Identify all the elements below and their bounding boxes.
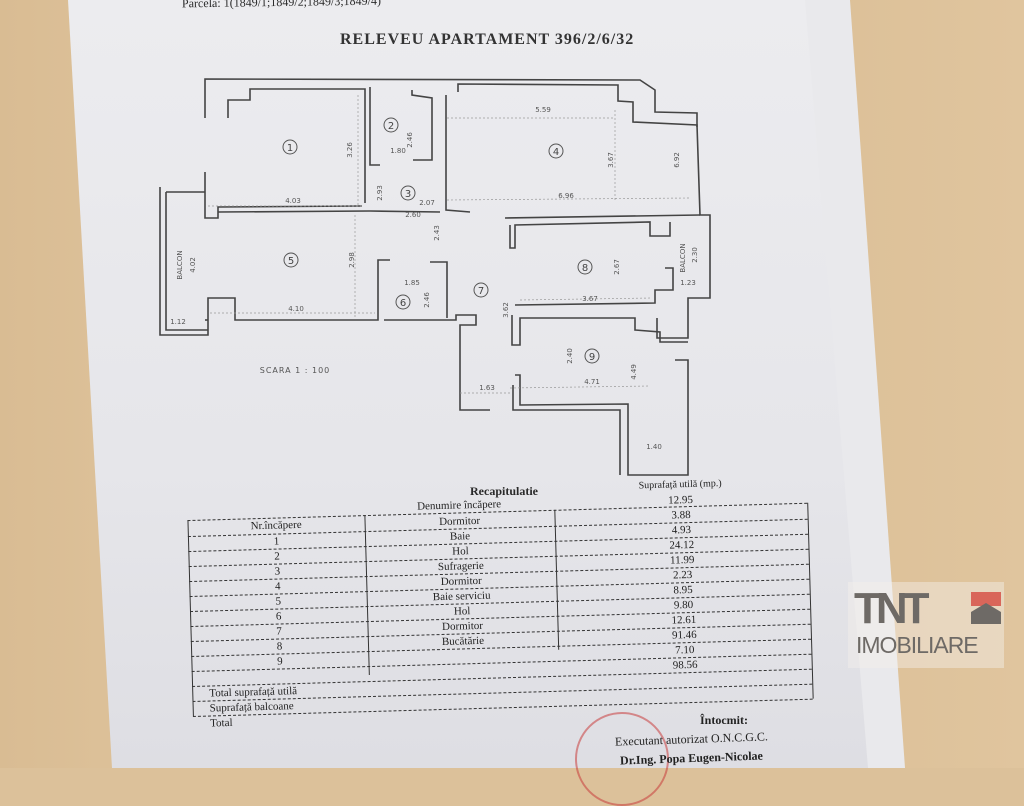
dimension-label: 1.40 [646,443,662,451]
room-number: 2 [388,121,394,132]
room-number: 1 [287,143,293,154]
room-number: 3 [405,189,411,200]
tnt-imobiliare-logo: TNT IMOBILIARE [848,582,1004,668]
dimension-label: 4.49 [630,364,638,380]
house-icon [971,592,1001,624]
dimension-label: 3.26 [346,142,354,158]
dimension-label: 5.59 [535,106,551,114]
recap-title: Recapitulatie [470,484,538,498]
dimension-label: 1.23 [680,279,696,287]
balcony-label: BALCON [176,250,184,279]
dimension-label: 2.30 [691,247,699,263]
dimension-label: 1.12 [170,318,186,326]
room-number-circles [282,117,600,364]
room-number: 8 [582,263,588,274]
dimension-label: 6.96 [558,192,574,200]
logo-subtitle: IMOBILIARE [856,632,979,658]
dimension-label: 4.71 [584,378,600,386]
dimension-label: 2.46 [406,132,414,148]
dimension-label: 1.80 [390,147,406,155]
total-label: Total [209,716,233,730]
dimension-label: 1.85 [404,279,420,287]
document-sheet [68,0,868,768]
dimension-label: 4.10 [288,305,304,313]
dimension-label: 2.43 [433,225,441,241]
dimension-label: 6.92 [673,152,681,168]
signature-heading: Întocmit: [700,713,748,727]
dimension-label: 3.67 [582,295,598,303]
floor-plan-walls [159,78,711,476]
dimension-label: 2.60 [405,211,421,219]
dimension-label: 2.93 [376,185,384,201]
dimension-label: 2.40 [566,348,574,364]
dimension-label: 3.67 [607,152,615,168]
dimension-label: 2.98 [348,252,356,268]
room-number: 6 [400,298,406,309]
dimension-label: 3.62 [502,302,510,318]
balcony-label: BALCON [679,243,687,272]
room-number: 4 [553,147,559,158]
dimension-label: 1.63 [479,384,495,392]
logo-brand: TNT [854,584,929,633]
floor-plan-dimension-lines [208,95,691,394]
dimension-label: 4.02 [189,257,197,273]
dimension-label: 4.03 [285,197,301,205]
scale-label: SCARA 1 : 100 [260,366,331,375]
balcony-area-label: Suprafață balcoane [209,700,294,715]
room-number: 9 [589,352,595,363]
room-numbers: 1 2 3 4 5 6 7 8 9 [287,121,595,363]
floor-plan: 1 2 3 4 5 6 7 8 9 4.03 3.26 1.80 2.46 2.… [159,78,711,476]
dimension-labels: 4.03 3.26 1.80 2.46 2.93 2.07 2.60 2.43 … [170,106,699,451]
total-useful-area-label: Total suprafață utilă [209,685,298,700]
room-number: 7 [478,286,484,297]
room-number: 5 [288,256,294,267]
dimension-label: 2.46 [423,292,431,308]
document-title: RELEVEU APARTAMENT 396/2/6/32 [340,31,635,48]
dimension-label: 2.67 [613,259,621,275]
dimension-label: 2.07 [419,199,435,207]
